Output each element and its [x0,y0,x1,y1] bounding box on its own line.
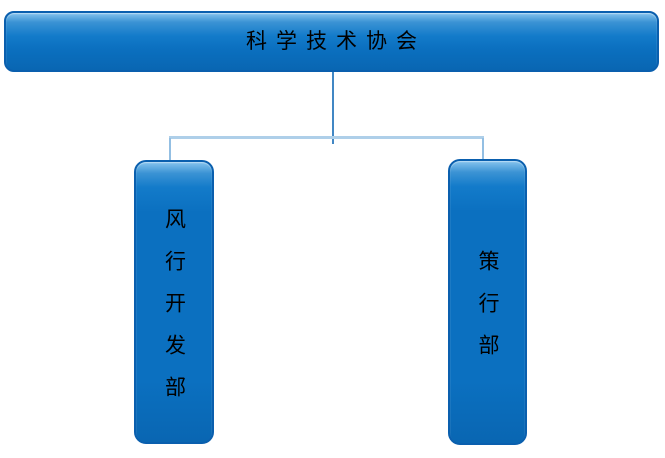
org-chart-node-cexing-dept[interactable]: 策行部 [448,159,527,445]
fengxing-development-dept-label: 风行开发部 [162,207,187,418]
connector-horizontal-bar [169,136,484,139]
org-chart-root-node[interactable]: 科学技术协会 [4,11,659,72]
root-node-label: 科学技术协会 [246,29,426,53]
connector-right-stub [482,138,484,161]
cexing-dept-label: 策行部 [476,249,500,376]
connector-left-stub [169,138,171,161]
connector-root-drop-line [332,72,334,144]
org-chart-node-fengxing-development-dept[interactable]: 风行开发部 [134,160,214,444]
